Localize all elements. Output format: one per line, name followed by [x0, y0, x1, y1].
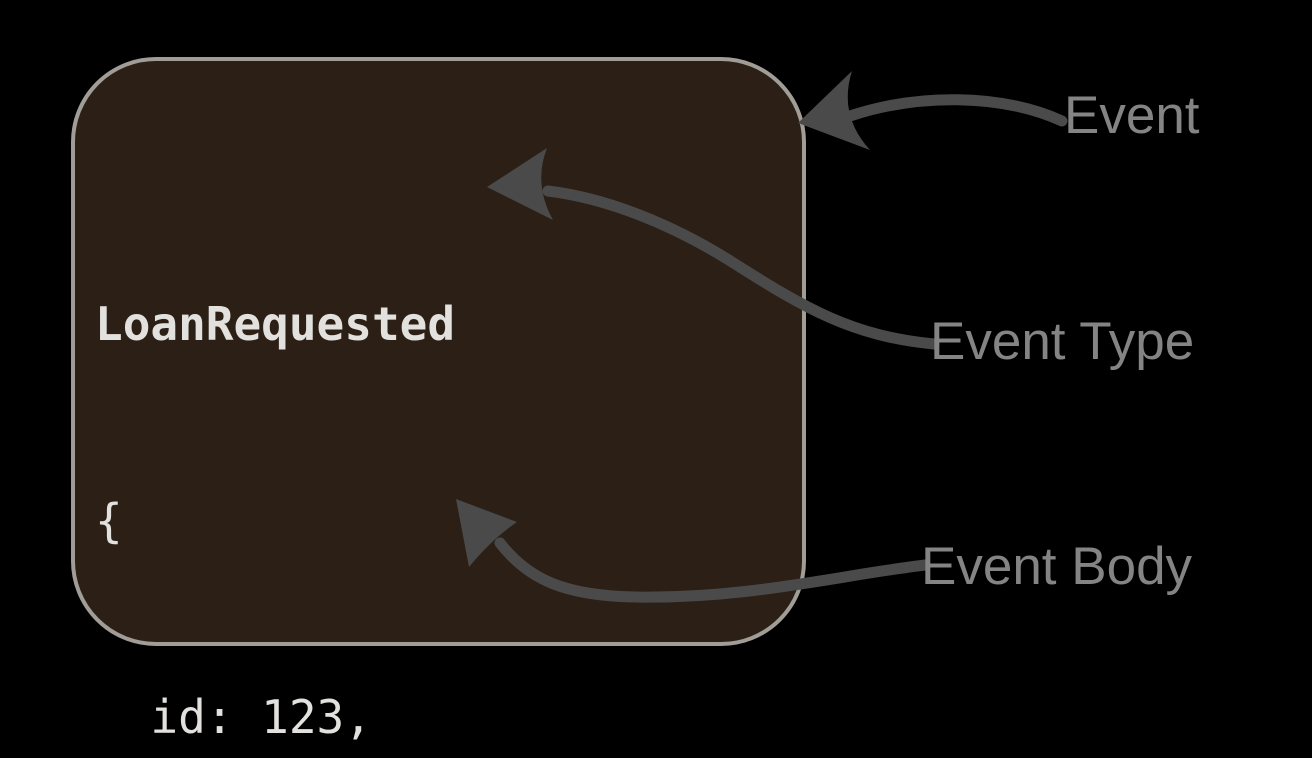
code-block: LoanRequested { id: 123, amount: 100, bo…: [95, 161, 732, 758]
event-type-name: LoanRequested: [95, 297, 456, 351]
annotation-label-event-body: Event Body: [921, 537, 1193, 596]
annotation-label-event: Event: [1064, 86, 1200, 145]
annotation-label-event-type: Event Type: [930, 312, 1195, 371]
event-arrow-icon: [798, 71, 1068, 150]
code-line: id: 123,: [95, 690, 372, 744]
code-line: {: [95, 493, 123, 548]
